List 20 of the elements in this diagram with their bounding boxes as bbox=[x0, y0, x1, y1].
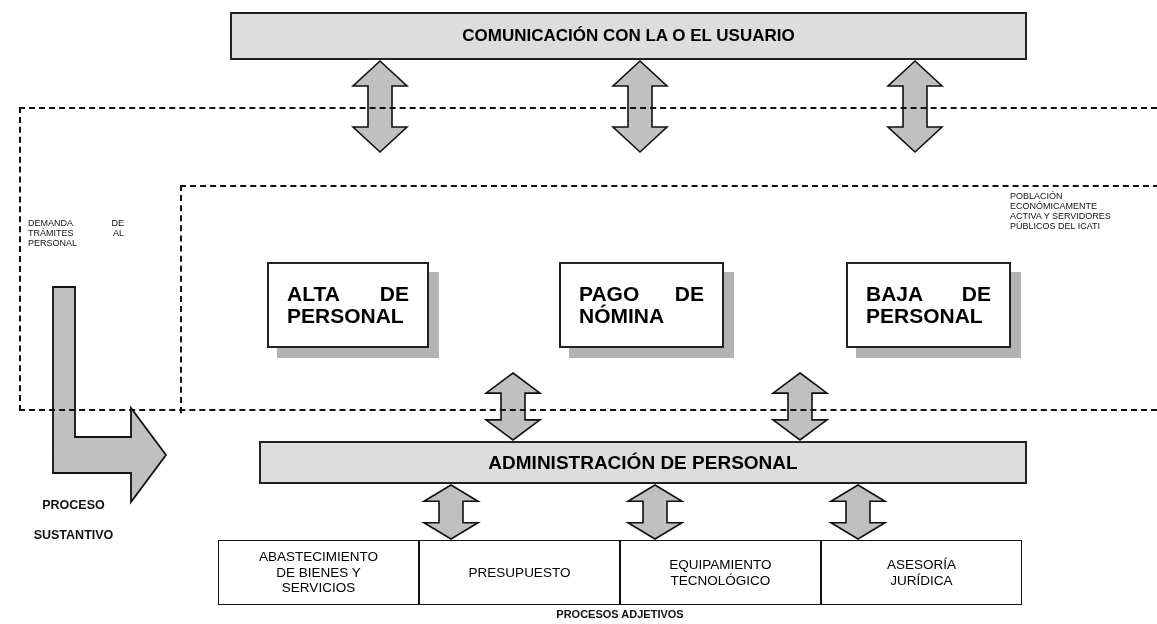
double-block-arrow bbox=[610, 59, 670, 154]
double-block-arrow bbox=[483, 372, 543, 441]
region-note: POBLACIÓN ECONÓMICAMENTE ACTIVA Y SERVIDORES PÚBLICOS DEL ICATI bbox=[1010, 191, 1112, 232]
process-label: PROCESO SUSTANTIVO bbox=[32, 497, 115, 544]
process-cell: ASESORÍA JURÍDICA bbox=[821, 540, 1022, 605]
process-bar: COMUNICACIÓN CON LA O EL USUARIO bbox=[230, 12, 1027, 60]
process-bar: ADMINISTRACIÓN DE PERSONAL bbox=[259, 441, 1027, 484]
double-block-arrow bbox=[421, 484, 481, 540]
double-block-arrow bbox=[625, 484, 685, 540]
double-block-arrow bbox=[770, 372, 830, 441]
double-block-arrow bbox=[828, 484, 888, 540]
process-cell: EQUIPAMIENTO TECNOLÓGICO bbox=[620, 540, 821, 605]
process-label: PROCESOS ADJETIVOS bbox=[555, 608, 685, 622]
double-block-arrow bbox=[885, 59, 945, 154]
dashed-region bbox=[19, 107, 1157, 411]
region-note: DEMANDA DE TRÁMITES AL PERSONAL bbox=[28, 218, 124, 249]
process-cell: ABASTECIMIENTO DE BIENES Y SERVICIOS bbox=[218, 540, 419, 605]
process-cell: PRESUPUESTO bbox=[419, 540, 620, 605]
double-block-arrow bbox=[350, 59, 410, 154]
dashed-region bbox=[180, 185, 1157, 413]
